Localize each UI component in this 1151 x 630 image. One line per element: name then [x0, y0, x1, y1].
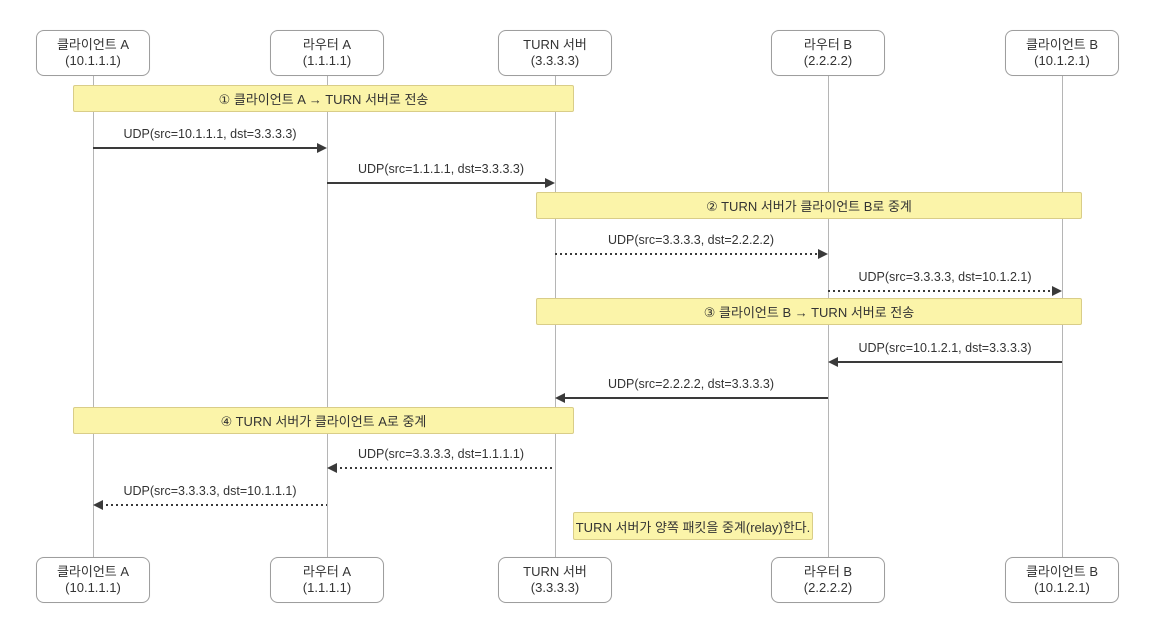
arrowhead-right-icon	[818, 249, 828, 259]
participant-name: TURN 서버	[523, 37, 587, 52]
message-label: UDP(src=2.2.2.2, dst=3.3.3.3)	[607, 377, 775, 391]
note-step3: ③ 클라이언트 B → TURN 서버로 전송	[536, 298, 1082, 325]
participant-name: 라우터 B	[803, 564, 853, 579]
participant-top-router-b: 라우터 B (2.2.2.2)	[771, 30, 885, 76]
arrowhead-right-icon	[545, 178, 555, 188]
arrowhead-right-icon	[1052, 286, 1062, 296]
participant-bottom-router-b: 라우터 B (2.2.2.2)	[771, 557, 885, 603]
message-line	[836, 361, 1062, 363]
message-line	[327, 182, 547, 184]
participant-address: (2.2.2.2)	[803, 580, 853, 595]
participant-address: (2.2.2.2)	[803, 53, 853, 68]
message-label: UDP(src=1.1.1.1, dst=3.3.3.3)	[357, 162, 525, 176]
note-relay-summary: TURN 서버가 양쪽 패킷을 중계(relay)한다.	[573, 512, 813, 540]
message-line	[563, 397, 828, 399]
message-line	[828, 290, 1054, 292]
message-line	[555, 253, 820, 255]
participant-name: 클라이언트 B	[1025, 564, 1099, 579]
participant-address: (10.1.2.1)	[1034, 53, 1090, 68]
message-line	[93, 147, 319, 149]
participant-address: (10.1.2.1)	[1034, 580, 1090, 595]
participant-top-router-a: 라우터 A (1.1.1.1)	[270, 30, 384, 76]
message-label: UDP(src=3.3.3.3, dst=2.2.2.2)	[607, 233, 775, 247]
arrowhead-left-icon	[555, 393, 565, 403]
message-label: UDP(src=10.1.2.1, dst=3.3.3.3)	[858, 341, 1032, 355]
note-step2: ② TURN 서버가 클라이언트 B로 중계	[536, 192, 1082, 219]
participant-address: (3.3.3.3)	[530, 53, 580, 68]
message-label: UDP(src=3.3.3.3, dst=1.1.1.1)	[357, 447, 525, 461]
message-line	[101, 504, 327, 506]
participant-top-client-b: 클라이언트 B (10.1.2.1)	[1005, 30, 1119, 76]
note-step4: ④ TURN 서버가 클라이언트 A로 중계	[73, 407, 574, 434]
message-label: UDP(src=3.3.3.3, dst=10.1.1.1)	[123, 484, 297, 498]
arrowhead-left-icon	[327, 463, 337, 473]
participant-address: (1.1.1.1)	[302, 53, 352, 68]
arrowhead-left-icon	[93, 500, 103, 510]
arrowhead-left-icon	[828, 357, 838, 367]
participant-address: (10.1.1.1)	[65, 580, 121, 595]
message-line	[335, 467, 555, 469]
participant-name: 라우터 B	[803, 37, 853, 52]
participant-address: (3.3.3.3)	[530, 580, 580, 595]
message-label: UDP(src=10.1.1.1, dst=3.3.3.3)	[123, 127, 297, 141]
note-step1: ① 클라이언트 A → TURN 서버로 전송	[73, 85, 574, 112]
participant-bottom-client-a: 클라이언트 A (10.1.1.1)	[36, 557, 150, 603]
participant-bottom-turn-server: TURN 서버 (3.3.3.3)	[498, 557, 612, 603]
participant-name: 라우터 A	[302, 37, 352, 52]
participant-name: 클라이언트 B	[1025, 37, 1099, 52]
participant-name: TURN 서버	[523, 564, 587, 579]
arrowhead-right-icon	[317, 143, 327, 153]
participant-address: (1.1.1.1)	[302, 580, 352, 595]
participant-top-client-a: 클라이언트 A (10.1.1.1)	[36, 30, 150, 76]
lifeline-client-a	[92, 76, 94, 557]
participant-bottom-client-b: 클라이언트 B (10.1.2.1)	[1005, 557, 1119, 603]
lifeline-router-a	[326, 76, 328, 557]
participant-name: 클라이언트 A	[56, 564, 130, 579]
participant-address: (10.1.1.1)	[65, 53, 121, 68]
message-label: UDP(src=3.3.3.3, dst=10.1.2.1)	[858, 270, 1032, 284]
participant-name: 클라이언트 A	[56, 37, 130, 52]
participant-bottom-router-a: 라우터 A (1.1.1.1)	[270, 557, 384, 603]
participant-name: 라우터 A	[302, 564, 352, 579]
participant-top-turn-server: TURN 서버 (3.3.3.3)	[498, 30, 612, 76]
